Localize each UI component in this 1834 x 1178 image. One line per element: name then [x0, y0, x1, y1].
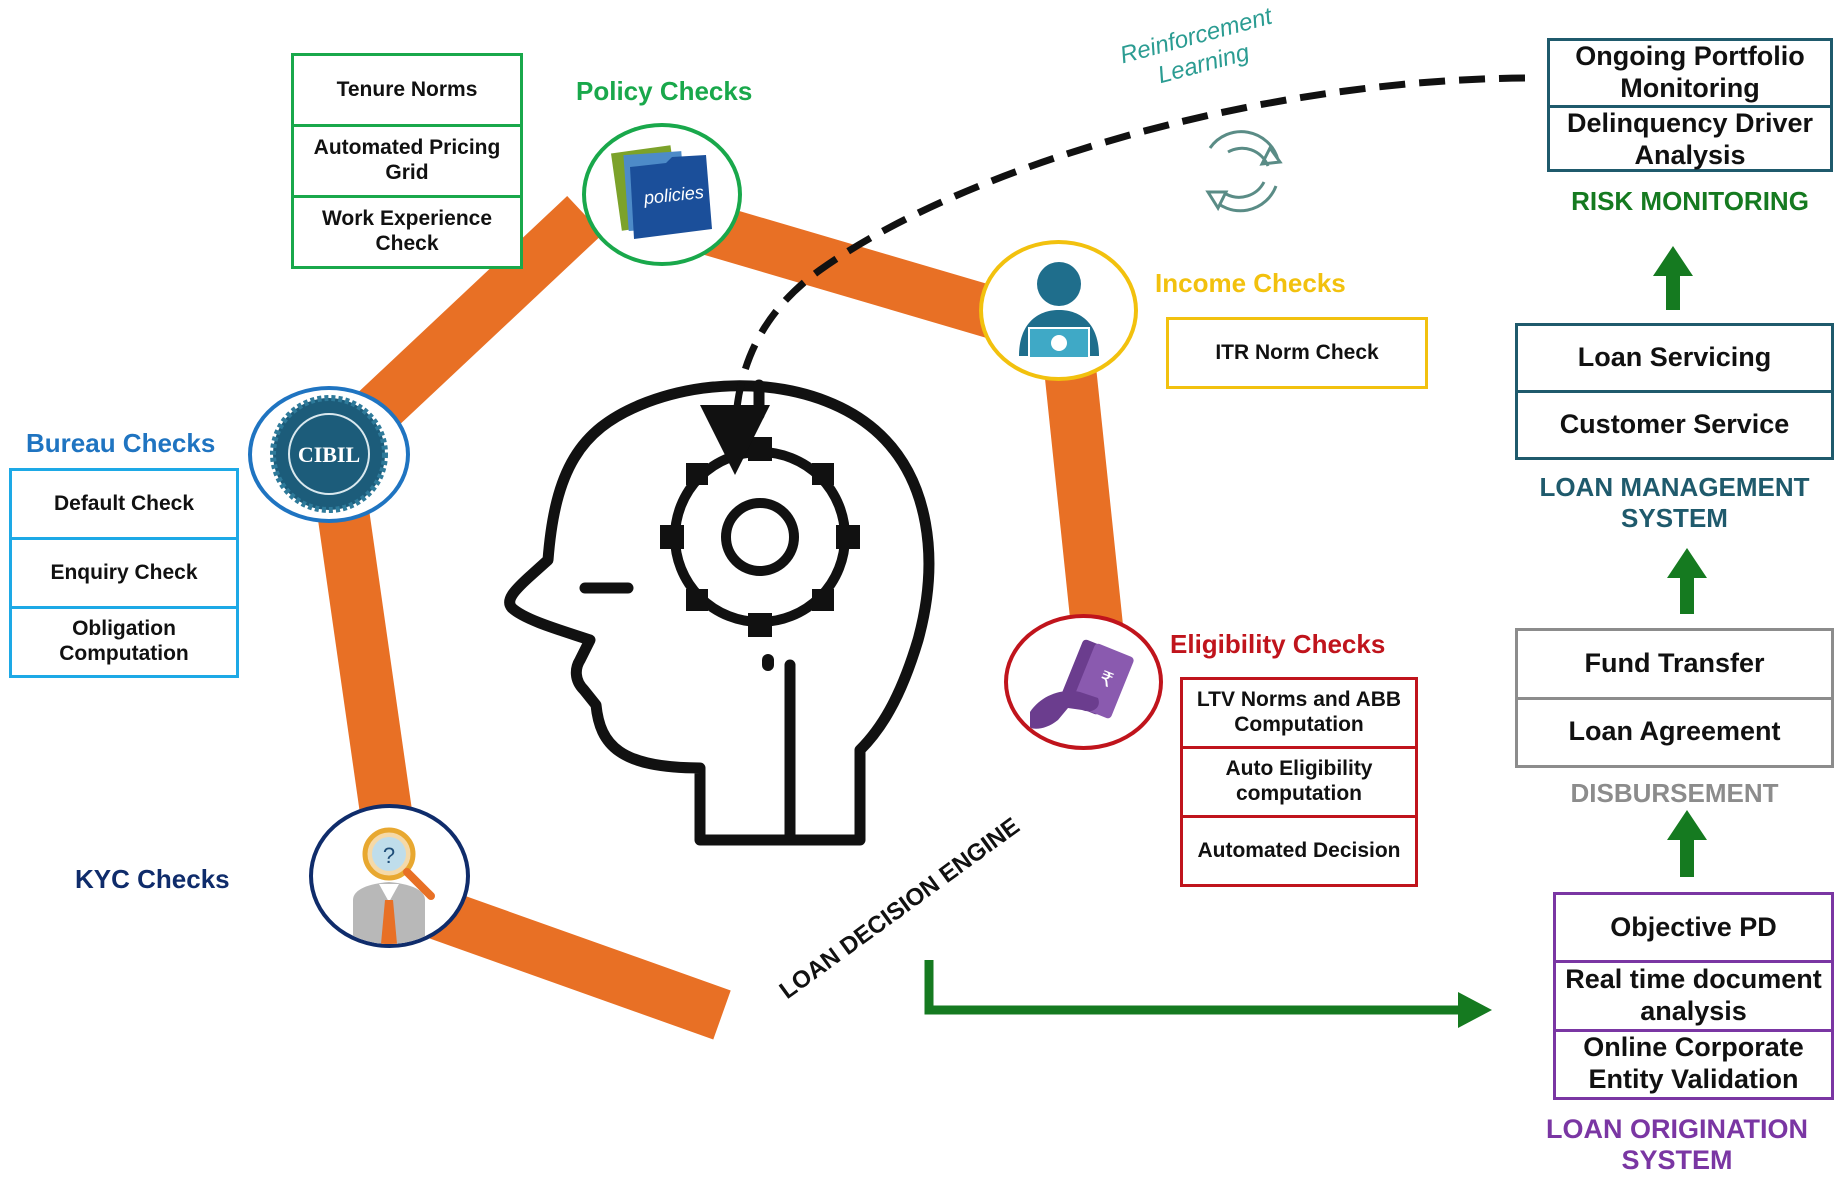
lms-item: Customer Service [1559, 409, 1790, 440]
los-item: Online Corporate Entity Validation [1583, 1032, 1804, 1095]
svg-text:?: ? [383, 843, 395, 868]
refresh-icon [1205, 130, 1283, 213]
disbursement-item: Fund Transfer [1518, 631, 1831, 700]
cibil-seal-icon: CIBIL [248, 386, 410, 523]
eligibility-item: LTV Norms and ABB Computation [1183, 680, 1415, 749]
reinforcement-curve [700, 74, 1526, 475]
kyc-title: KYC Checks [75, 864, 230, 894]
eligibility-item: Auto Eligibility computation [1183, 749, 1415, 818]
lms-item: Loan Servicing [1518, 326, 1831, 393]
bureau-item: Enquiry Check [12, 540, 236, 609]
los-title: LOAN ORIGINATION SYSTEM [1520, 1114, 1834, 1176]
risk-item: Delinquency Driver Analysis [1566, 107, 1814, 170]
income-item: ITR Norm Check [1215, 340, 1379, 364]
eligibility-box: LTV Norms and ABB Computation Auto Eligi… [1180, 677, 1418, 887]
policy-box: Tenure Norms Automated Pricing Grid Work… [291, 53, 523, 269]
eligibility-cash-icon: ₹ [1004, 614, 1163, 750]
risk-item: Ongoing Portfolio Monitoring [1550, 41, 1830, 108]
bureau-item: Obligation Computation [59, 617, 189, 665]
los-item: Real time document analysis [1556, 963, 1831, 1032]
disbursement-title: DISBURSEMENT [1570, 778, 1779, 808]
cibil-icon-text: CIBIL [298, 442, 360, 467]
policy-item: Tenure Norms [294, 56, 520, 127]
bureau-title: Bureau Checks [26, 428, 216, 458]
lms-title-line2: SYSTEM [1621, 503, 1728, 534]
income-title: Income Checks [1155, 268, 1346, 298]
flow-arrows [1653, 246, 1707, 877]
los-title-line1: LOAN ORIGINATION [1546, 1114, 1808, 1144]
income-person-icon [979, 240, 1138, 381]
eligibility-title: Eligibility Checks [1170, 629, 1386, 659]
engine-to-los-arrow [924, 960, 1492, 1028]
los-item: Objective PD [1556, 895, 1831, 964]
policy-title: Policy Checks [576, 76, 753, 106]
disbursement-box: Fund Transfer Loan Agreement [1515, 628, 1834, 768]
policy-item: Work Experience Check [321, 207, 493, 255]
lms-box: Loan Servicing Customer Service [1515, 323, 1834, 460]
policy-item: Automated Pricing Grid [294, 127, 520, 198]
eligibility-item: Automated Decision [1197, 838, 1401, 862]
lms-title-line1: LOAN MANAGEMENT [1539, 472, 1810, 502]
kyc-search-icon: ? [309, 804, 470, 948]
risk-title: RISK MONITORING [1571, 186, 1809, 216]
gear-icon [660, 437, 860, 637]
lms-title: LOAN MANAGEMENT SYSTEM [1515, 472, 1834, 534]
risk-box: Ongoing Portfolio Monitoring Delinquency… [1547, 38, 1833, 172]
bureau-box: Default Check Enquiry Check Obligation C… [9, 468, 239, 678]
policy-folder-icon: policies [582, 123, 742, 266]
income-box: ITR Norm Check [1166, 317, 1428, 389]
los-box: Objective PD Real time document analysis… [1553, 892, 1834, 1100]
bureau-item: Default Check [12, 471, 236, 540]
disbursement-item: Loan Agreement [1568, 716, 1781, 747]
los-title-line2: SYSTEM [1621, 1145, 1733, 1176]
